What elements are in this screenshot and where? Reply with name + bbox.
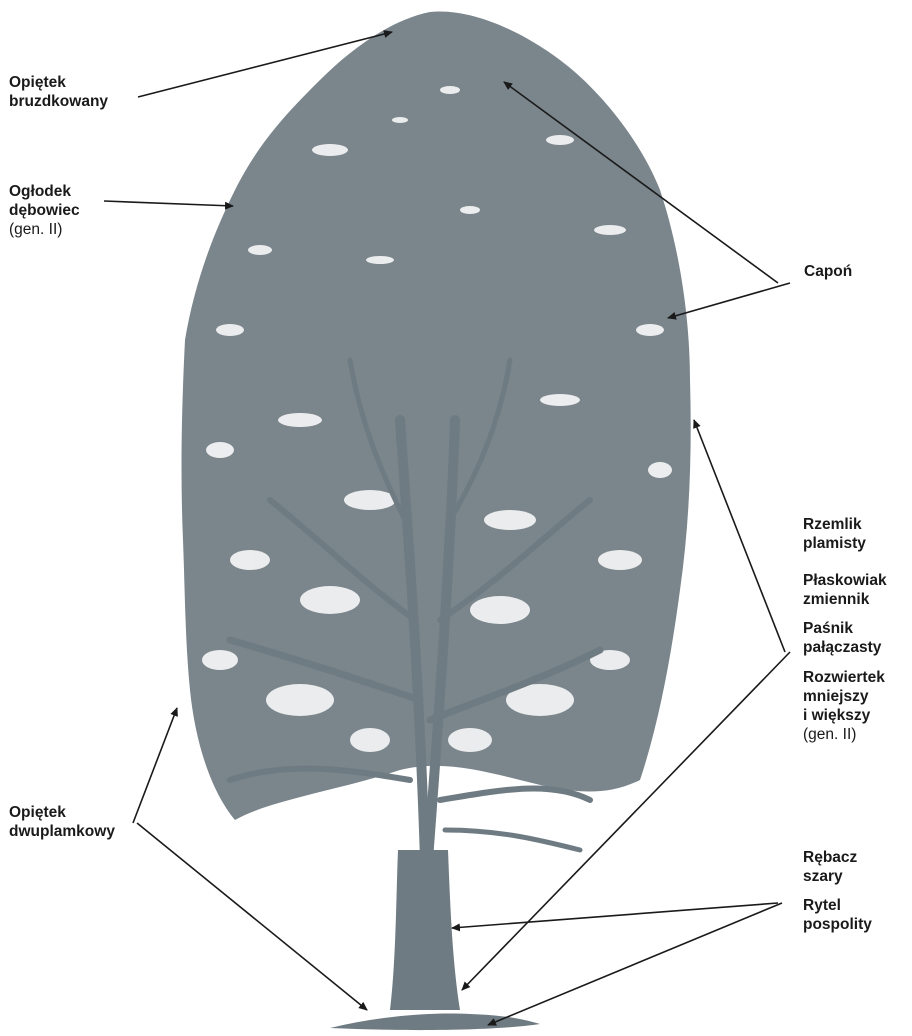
label-line: szary (803, 867, 857, 886)
label-opietek-bruzdkowany: Opiętek bruzdkowany (9, 73, 108, 111)
label-line: Rębacz (803, 848, 857, 867)
arrow-capon-side (668, 283, 790, 318)
label-line: Rytel (803, 896, 872, 915)
label-line: Opiętek (9, 803, 115, 822)
label-line: i większy (803, 706, 885, 725)
label-line: Capoń (804, 262, 852, 281)
label-line: pałączasty (803, 638, 881, 657)
tree-trunk (390, 850, 460, 1010)
label-rytel-pospolity: Rytel pospolity (803, 896, 872, 934)
label-oglodek-debowiec: Ogłodek dębowiec (gen. II) (9, 182, 80, 239)
label-rebacz-szary: Rębacz szary (803, 848, 857, 886)
label-line: Rzemlik (803, 515, 866, 534)
arrow-dwuplamkowy-base (137, 823, 367, 1010)
arrow-dwuplamkowy-branch (133, 708, 177, 823)
label-line: Płaskowiak (803, 571, 887, 590)
label-line: plamisty (803, 534, 866, 553)
label-opietek-dwuplamkowy: Opiętek dwuplamkowy (9, 803, 115, 841)
label-line: Rozwiertek (803, 668, 885, 687)
label-note: (gen. II) (803, 725, 885, 744)
label-rzemlik-plamisty: Rzemlik plamisty (803, 515, 866, 553)
label-line: dwuplamkowy (9, 822, 115, 841)
label-line: mniejszy (803, 687, 885, 706)
arrow-rozwiertek-crown (694, 420, 785, 652)
arrow-oglodek (104, 201, 233, 206)
label-line: pospolity (803, 915, 872, 934)
label-line: zmiennik (803, 590, 887, 609)
label-line: bruzdkowany (9, 92, 108, 111)
label-rozwiertek: Rozwiertek mniejszy i większy (gen. II) (803, 668, 885, 744)
label-plaskowiak-zmiennik: Płaskowiak zmiennik (803, 571, 887, 609)
label-line: dębowiec (9, 201, 80, 220)
label-line: Paśnik (803, 619, 881, 638)
label-line: Opiętek (9, 73, 108, 92)
label-pasnik-palaczasty: Paśnik pałączasty (803, 619, 881, 657)
label-capon: Capoń (804, 262, 852, 281)
label-note: (gen. II) (9, 220, 80, 239)
label-line: Ogłodek (9, 182, 80, 201)
